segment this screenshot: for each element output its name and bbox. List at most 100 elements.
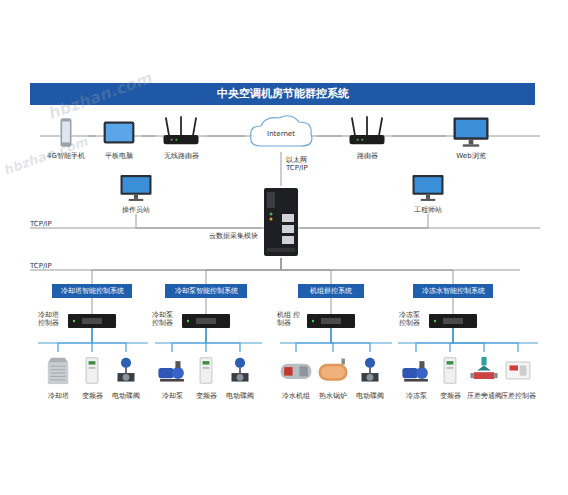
system-label: 冷却塔智能控制系统	[61, 287, 124, 295]
shape-circle	[171, 139, 173, 141]
shape-rect	[123, 177, 150, 193]
shape-rect	[494, 373, 497, 378]
shape-rect	[454, 118, 489, 140]
connector	[206, 258, 281, 284]
shape-rect	[474, 372, 494, 379]
shape-rect	[350, 135, 385, 144]
device-label: 变频器	[65, 392, 119, 400]
device-node: 电动碟阀	[109, 352, 143, 400]
bus-label: TCP/IP	[30, 220, 52, 228]
system-box: 冷却塔智能控制系统	[52, 284, 132, 298]
cloud-label: Internet	[245, 130, 317, 138]
device-label: 冷冻泵	[389, 392, 443, 400]
controller-label: 冷却塔 控制器	[38, 311, 64, 328]
shape-circle	[434, 320, 436, 322]
shape-rect	[282, 225, 294, 233]
shape-circle	[121, 358, 131, 368]
shape-rect	[307, 314, 355, 328]
device-icon	[404, 172, 452, 203]
device-label: 电动碟阀	[213, 392, 267, 400]
device-icon	[112, 172, 160, 203]
device-label: 路由器	[332, 152, 402, 160]
shape-rect	[121, 175, 152, 195]
shape-rect	[89, 361, 96, 364]
device-icon	[279, 352, 313, 389]
device-node: 平板电脑	[96, 116, 142, 160]
connector	[88, 136, 96, 137]
shape-circle	[187, 320, 189, 322]
device-node: 操作员站	[112, 172, 160, 214]
shape-path	[477, 365, 491, 370]
shape-rect	[203, 367, 210, 369]
shape-circle	[361, 139, 363, 141]
device-icon	[223, 352, 257, 389]
connector	[416, 328, 453, 352]
device-icon	[467, 352, 501, 389]
device-icon	[68, 314, 116, 328]
shape-line	[193, 118, 197, 138]
device-node: 热水锅炉	[316, 352, 350, 400]
system-label: 冷却泵智能控制系统	[175, 287, 238, 295]
shape-rect	[267, 248, 295, 252]
shape-circle	[416, 367, 428, 379]
shape-rect	[160, 379, 184, 382]
connector	[92, 328, 126, 352]
shape-rect	[447, 367, 454, 369]
device-label: 无线路由器	[145, 152, 217, 160]
shape-path	[232, 373, 249, 382]
shape-rect	[200, 358, 212, 384]
device-icon	[307, 314, 355, 328]
shape-rect	[342, 359, 345, 365]
shape-rect	[164, 135, 199, 144]
connector	[300, 214, 428, 228]
device-icon	[155, 352, 189, 389]
device-icon	[41, 352, 75, 389]
shape-circle	[270, 213, 273, 216]
connector	[207, 136, 245, 137]
shape-rect	[510, 365, 519, 370]
device-icon	[433, 352, 467, 389]
device-label: 压差控制器	[491, 392, 545, 400]
shape-rect	[284, 367, 293, 376]
connector	[92, 298, 93, 314]
shape-rect	[456, 120, 486, 137]
device-node: 电动碟阀	[223, 352, 257, 400]
connector	[281, 258, 453, 284]
device-node: 变频器	[75, 352, 109, 400]
system-label: 冷冻水智能控制系统	[422, 287, 485, 295]
connector	[206, 328, 240, 352]
shape-rect	[104, 122, 135, 144]
device-node: 冷冻泵	[399, 352, 433, 400]
connector	[296, 328, 331, 352]
shape-line	[50, 376, 65, 377]
shape-rect	[321, 366, 345, 378]
shape-rect	[463, 144, 479, 146]
device-label: 冷却泵	[145, 392, 199, 400]
connector	[206, 298, 207, 314]
shape-path	[118, 373, 135, 382]
connector	[136, 214, 262, 228]
shape-circle	[235, 358, 245, 368]
device-icon	[155, 114, 207, 149]
shape-rect	[319, 364, 348, 381]
shape-rect	[203, 361, 210, 364]
device-node: 工程师站	[404, 172, 452, 214]
shape-circle	[172, 367, 184, 379]
device-label: Web浏览	[436, 152, 506, 160]
shape-rect	[68, 314, 116, 328]
device-icon	[75, 352, 109, 389]
shape-rect	[89, 367, 96, 369]
device-node: 压差控制器	[501, 352, 535, 400]
device-node: 变频器	[433, 352, 467, 400]
device-icon	[446, 114, 496, 149]
shape-circle	[312, 320, 314, 322]
device-label: 冷却塔	[31, 392, 85, 400]
device-node: 冷水机组	[279, 352, 313, 400]
device-node: 冷却泵	[155, 352, 189, 400]
device-icon	[182, 314, 230, 328]
system-label: 机组群控系统	[310, 287, 352, 295]
shape-rect	[264, 188, 298, 256]
device-icon	[96, 116, 142, 149]
device-label: 变频器	[179, 392, 233, 400]
